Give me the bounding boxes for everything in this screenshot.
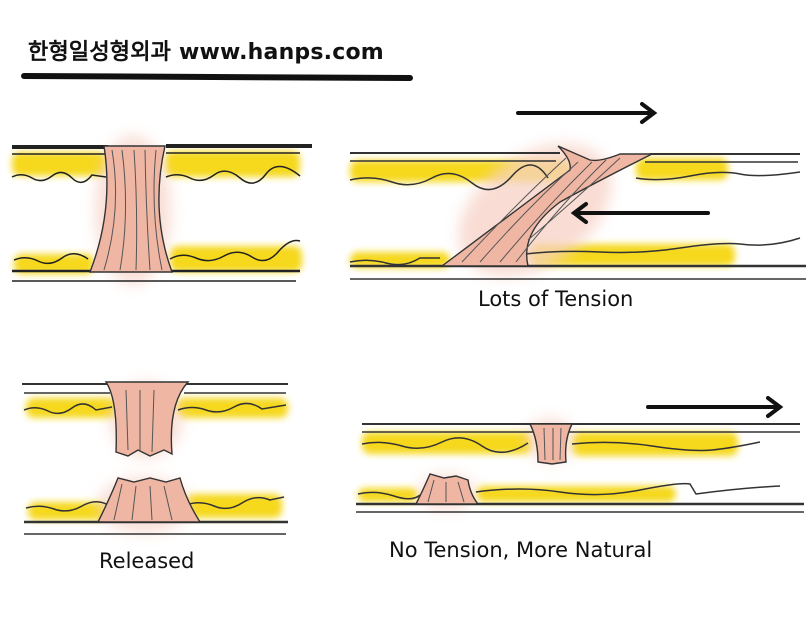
ligament-stump-upper (104, 381, 190, 457)
fat-layer-lower (350, 244, 735, 268)
panel-released (22, 381, 288, 535)
ligament (439, 145, 653, 267)
caption-released: Released (99, 549, 195, 573)
panel-tension (349, 102, 806, 280)
panel-natural (356, 396, 804, 513)
panel-intact (11, 135, 312, 285)
ligament (88, 145, 174, 273)
caption-lots-of-tension: Lots of Tension (478, 287, 634, 311)
fat-layer-upper (362, 432, 738, 456)
arrow-right (516, 102, 658, 124)
skin-lines (349, 152, 806, 280)
skin-lines (11, 144, 312, 282)
ligament-stump-lower (414, 473, 480, 505)
ligament-stump-upper (528, 423, 574, 465)
skin-lines (356, 423, 804, 513)
header-title: 한형일성형외과 www.hanps.com (28, 40, 384, 65)
header-underline (21, 73, 413, 81)
arrow-right (646, 396, 784, 418)
ligament-stump-lower (96, 477, 202, 523)
arrow-left (570, 202, 710, 224)
caption-no-tension: No Tension, More Natural (389, 538, 653, 562)
fat-layer-upper (12, 151, 300, 177)
